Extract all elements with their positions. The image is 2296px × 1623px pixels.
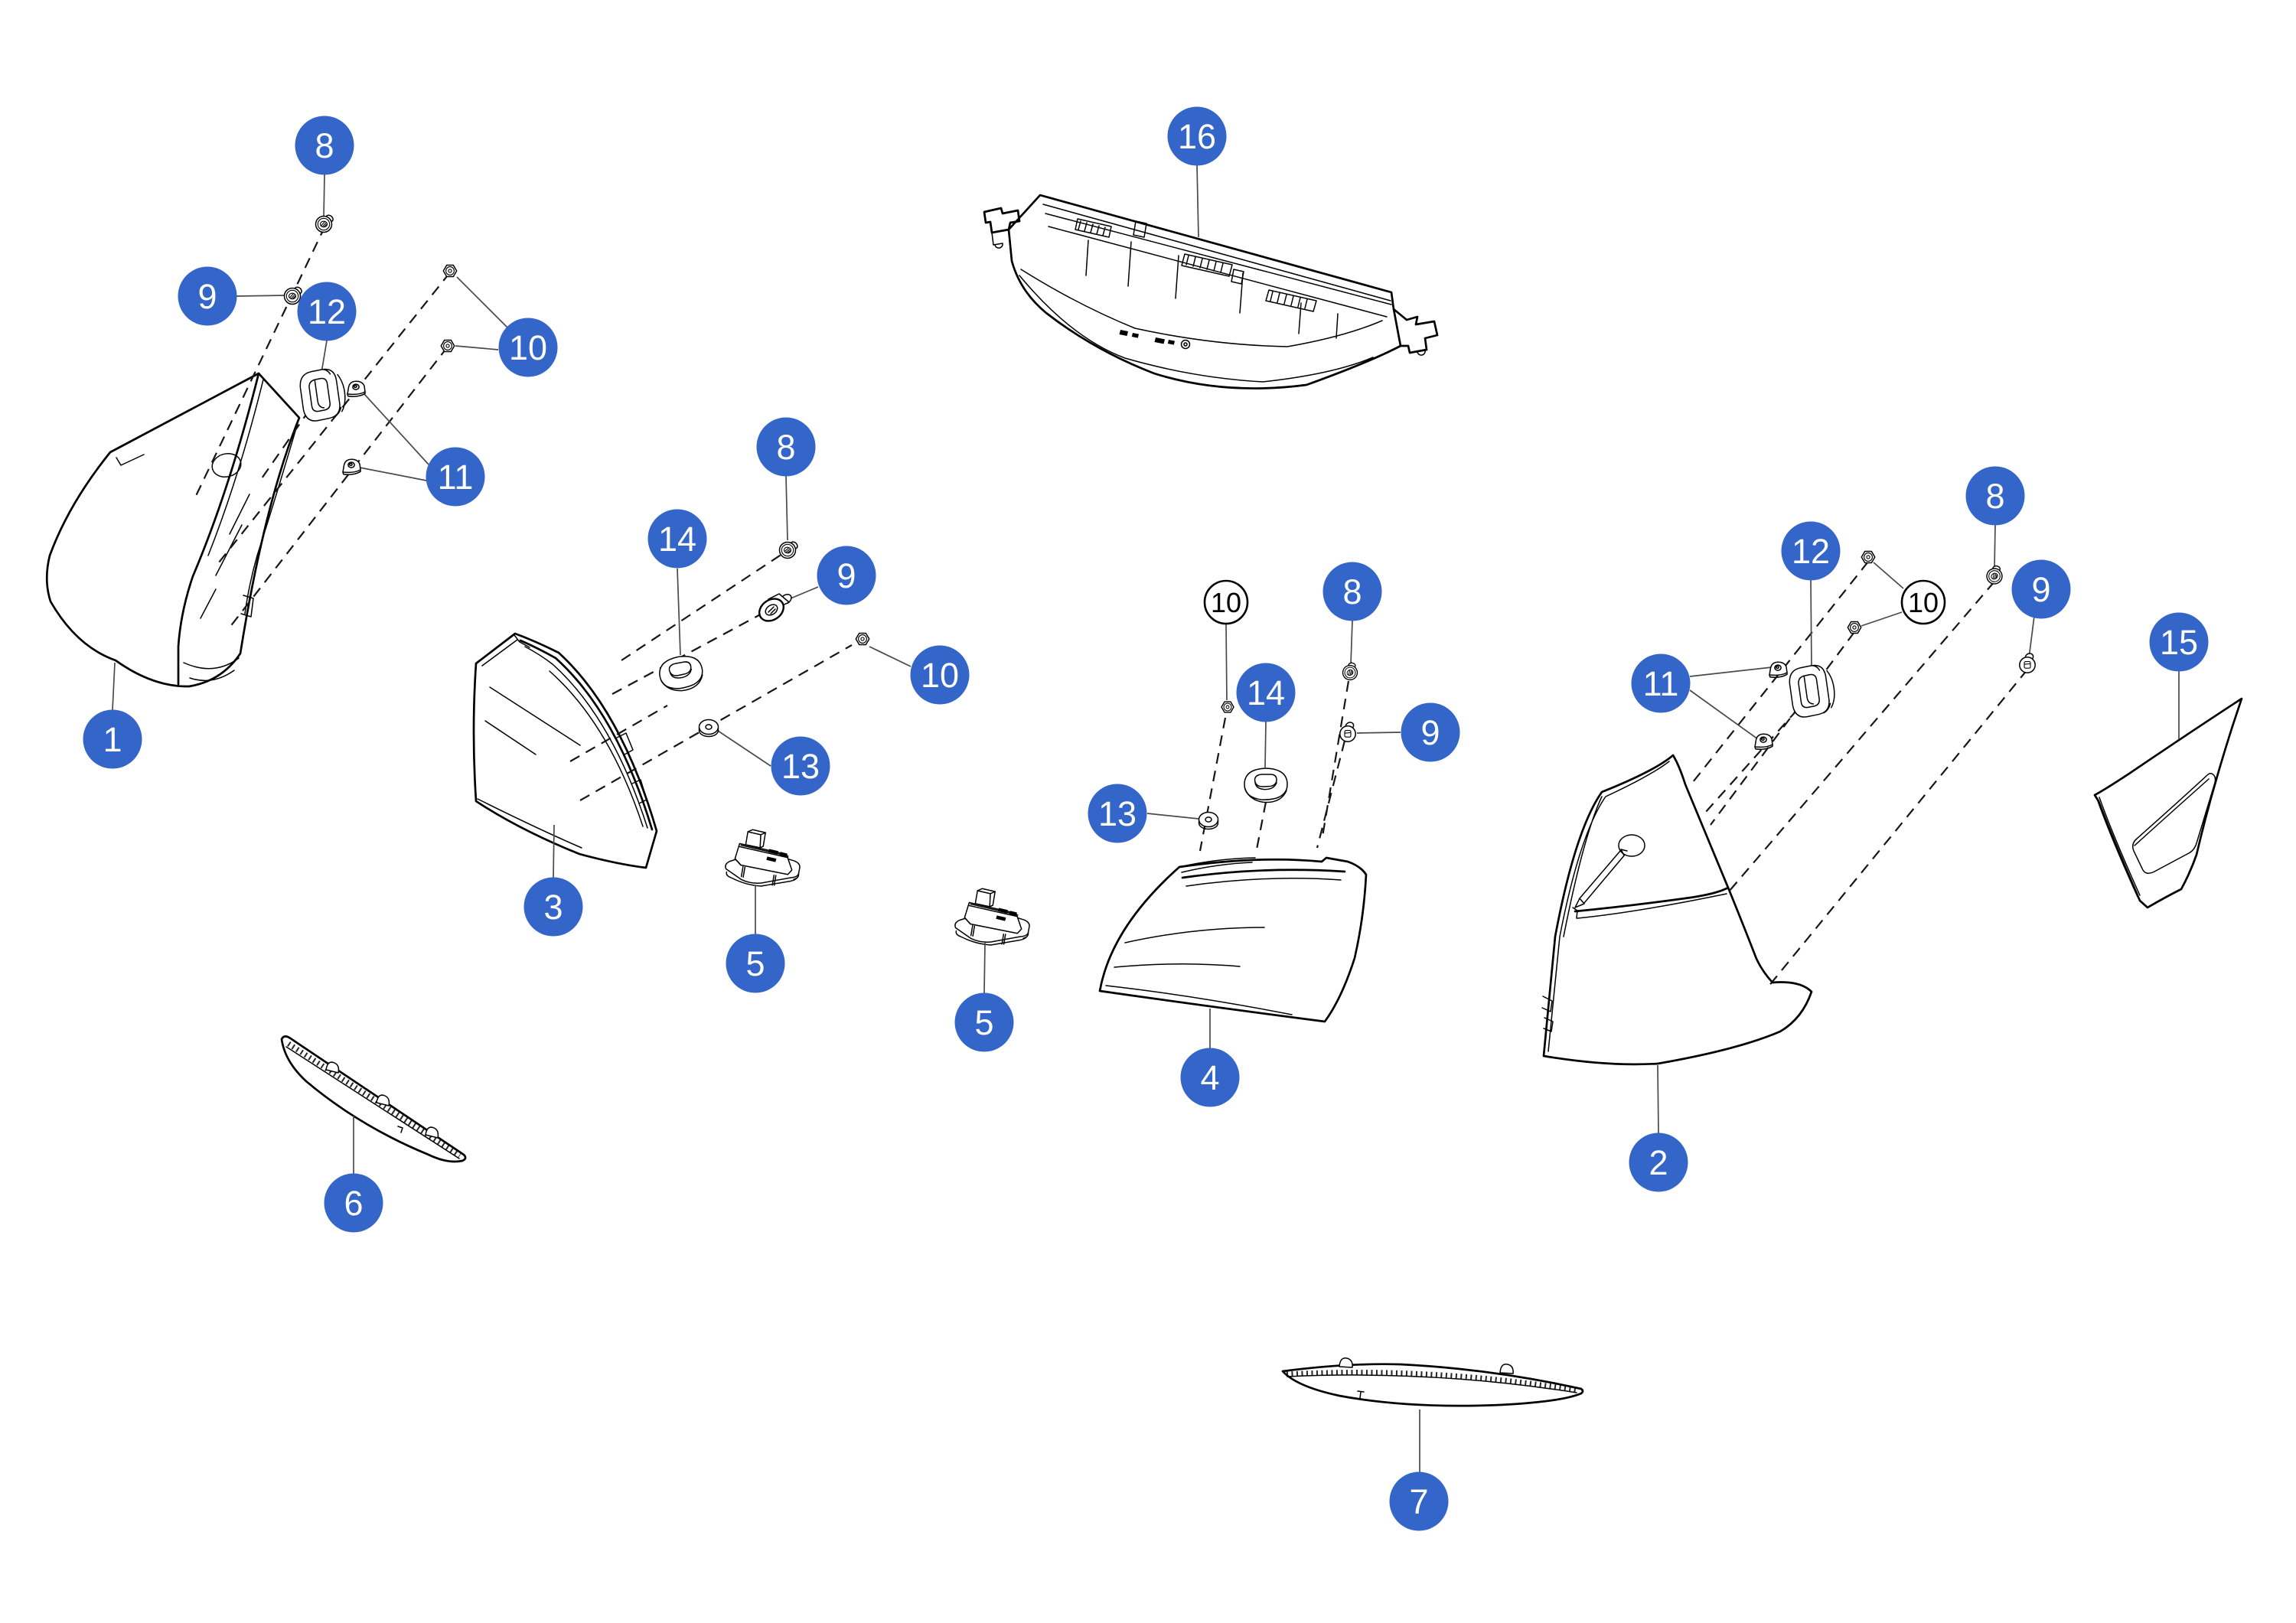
svg-text:10: 10 <box>509 328 547 367</box>
svg-text:1: 1 <box>103 720 122 759</box>
svg-text:8: 8 <box>1985 477 2004 516</box>
svg-text:8: 8 <box>776 428 795 467</box>
svg-text:8: 8 <box>1342 572 1362 611</box>
svg-text:8: 8 <box>315 126 334 165</box>
svg-text:5: 5 <box>745 944 765 983</box>
svg-text:9: 9 <box>837 556 856 595</box>
svg-text:5: 5 <box>974 1003 993 1042</box>
svg-text:13: 13 <box>781 747 820 786</box>
svg-text:16: 16 <box>1178 117 1216 156</box>
svg-text:14: 14 <box>658 520 696 559</box>
svg-text:11: 11 <box>438 458 474 497</box>
svg-text:3: 3 <box>543 888 563 927</box>
svg-text:10: 10 <box>921 656 959 695</box>
svg-text:4: 4 <box>1200 1058 1219 1097</box>
svg-text:2: 2 <box>1649 1143 1668 1182</box>
svg-text:10: 10 <box>1211 587 1241 618</box>
svg-text:9: 9 <box>197 277 217 316</box>
svg-text:10: 10 <box>1908 587 1939 618</box>
svg-text:6: 6 <box>344 1184 363 1223</box>
svg-text:9: 9 <box>2031 570 2050 609</box>
svg-text:13: 13 <box>1098 794 1137 833</box>
svg-text:12: 12 <box>1792 532 1830 571</box>
svg-text:15: 15 <box>2160 623 2198 662</box>
svg-text:14: 14 <box>1247 673 1285 712</box>
svg-text:7: 7 <box>1409 1482 1428 1521</box>
svg-text:11: 11 <box>1643 664 1679 703</box>
svg-text:12: 12 <box>308 292 346 331</box>
svg-text:9: 9 <box>1420 713 1440 752</box>
